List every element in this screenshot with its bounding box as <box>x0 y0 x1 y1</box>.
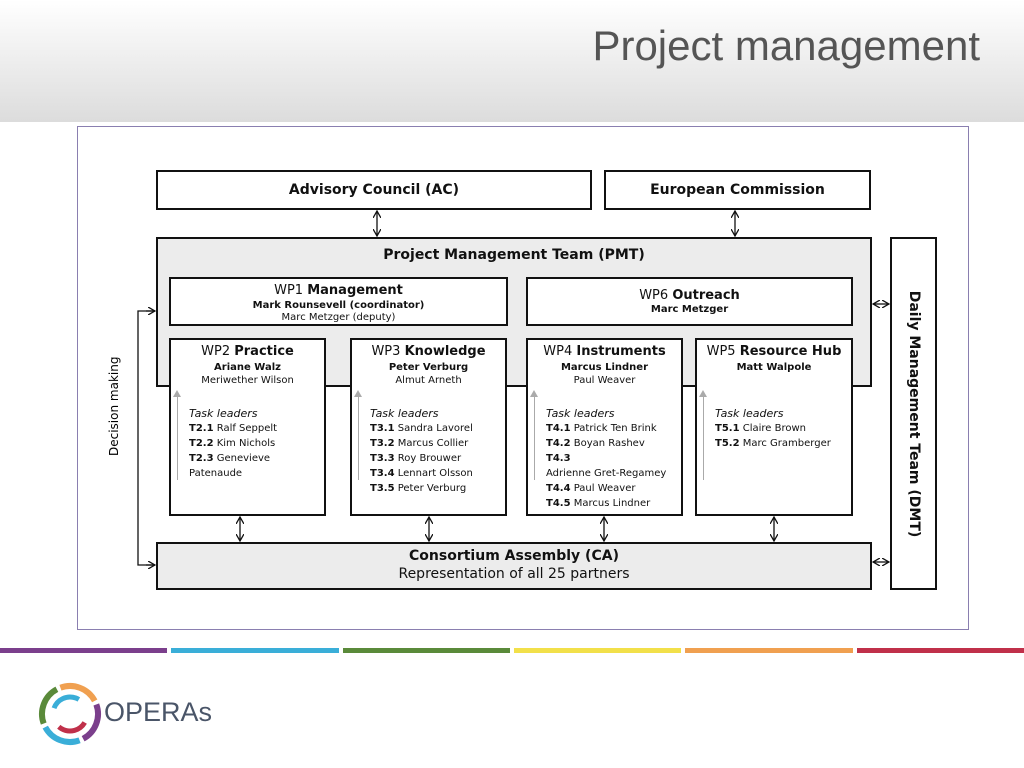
wp1-title: WP1 Management <box>274 283 403 298</box>
wp5-up-arrow-icon <box>699 390 707 480</box>
wp5-title: WP5 Resource Hub <box>706 344 842 359</box>
task-item: T4.5 Marcus Lindner <box>546 498 651 509</box>
operas-logo-text: OPERAs <box>104 697 213 727</box>
wp1-lead: Mark Rounsevell (coordinator) <box>252 300 425 311</box>
wp3-title: WP3 Knowledge <box>371 344 486 359</box>
task-item: T3.1 Sandra Lavorel <box>370 423 473 434</box>
wp4-lead: Marcus Lindner <box>560 362 649 373</box>
wp1-box: WP1 Management Mark Rounsevell (coordina… <box>169 277 508 326</box>
operas-logo-icon <box>39 683 101 745</box>
wp3-lead: Peter Verburg <box>388 362 469 373</box>
pmt-label: Project Management Team (PMT) <box>383 247 645 263</box>
wp4-up-arrow-icon <box>530 390 538 480</box>
dmt-box: Daily Management Team (DMT) <box>890 237 937 590</box>
ca-title: Consortium Assembly (CA) <box>409 548 619 564</box>
task-item: T4.1 Patrick Ten Brink <box>546 423 657 434</box>
task-item: T2.1 Ralf Seppelt <box>189 423 278 434</box>
wp2-task-header: Task leaders <box>189 407 258 420</box>
wp2-lead: Ariane Walz <box>214 362 281 373</box>
wp3-up-arrow-icon <box>354 390 362 480</box>
wp3-task-header: Task leaders <box>370 407 439 420</box>
task-item: T4.2 Boyan Rashev <box>546 438 645 449</box>
european-commission-box: European Commission <box>604 170 871 210</box>
wp4-deputy: Paul Weaver <box>573 375 636 386</box>
wp4-title: WP4 Instruments <box>543 344 666 359</box>
color-bar <box>685 648 853 653</box>
wp5-lead: Matt Walpole <box>736 362 812 373</box>
wp5-task-list: Task leaders T5.1 Claire Brown T5.2 Marc… <box>715 406 831 451</box>
color-bar <box>342 648 510 653</box>
wp1-deputy: Marc Metzger (deputy) <box>281 312 396 323</box>
wp4-box: WP4 Instruments Marcus Lindner Paul Weav… <box>526 338 683 516</box>
task-item: T5.1 Claire Brown <box>715 423 807 434</box>
decision-making-label: Decision making <box>107 356 121 456</box>
wp2-task-list: Task leaders T2.1 Ralf Seppelt T2.2 Kim … <box>189 406 324 481</box>
task-item: T3.3 Roy Brouwer <box>370 453 462 464</box>
wp2-box: WP2 Practice Ariane Walz Meriwether Wils… <box>169 338 326 516</box>
advisory-council-box: Advisory Council (AC) <box>156 170 592 210</box>
task-item: Adrienne Gret-Regamey <box>546 468 667 479</box>
color-bar <box>171 648 339 653</box>
consortium-assembly-box: Consortium Assembly (CA) Representation … <box>156 542 872 590</box>
dmt-label: Daily Management Team (DMT) <box>905 290 922 537</box>
wp6-title: WP6 Outreach <box>639 288 740 303</box>
wp5-task-header: Task leaders <box>715 407 784 420</box>
slide-header: Project management <box>0 0 1024 122</box>
color-bar <box>513 648 682 653</box>
ca-subtitle: Representation of all 25 partners <box>398 566 630 582</box>
wp4-task-header: Task leaders <box>546 407 615 420</box>
task-item: T2.2 Kim Nichols <box>189 438 276 449</box>
european-commission-label: European Commission <box>650 182 825 198</box>
color-bar <box>856 648 1024 653</box>
task-item: T2.3 Genevieve Patenaude <box>189 453 271 479</box>
wp3-deputy: Almut Arneth <box>395 375 462 386</box>
wp4-task-list: Task leaders T4.1 Patrick Ten Brink T4.2… <box>546 406 666 511</box>
wp5-box: WP5 Resource Hub Matt Walpole Task leade… <box>695 338 853 516</box>
task-item: T5.2 Marc Gramberger <box>715 438 831 449</box>
task-item: T4.3 <box>546 453 571 464</box>
task-item: T3.5 Peter Verburg <box>370 483 467 494</box>
task-item: T3.2 Marcus Collier <box>370 438 469 449</box>
wp3-task-list: Task leaders T3.1 Sandra Lavorel T3.2 Ma… <box>370 406 473 496</box>
wp2-deputy: Meriwether Wilson <box>201 375 294 386</box>
task-item: T3.4 Lennart Olsson <box>370 468 473 479</box>
wp6-lead: Marc Metzger <box>650 304 729 315</box>
wp6-box: WP6 Outreach Marc Metzger <box>526 277 853 326</box>
wp2-up-arrow-icon <box>173 390 181 480</box>
footer-color-bars <box>0 648 1024 653</box>
color-bar <box>0 648 168 653</box>
advisory-council-label: Advisory Council (AC) <box>288 182 460 198</box>
wp2-title: WP2 Practice <box>201 344 294 359</box>
slide-title: Project management <box>592 22 980 69</box>
task-item: T4.4 Paul Weaver <box>546 483 636 494</box>
wp3-box: WP3 Knowledge Peter Verburg Almut Arneth… <box>350 338 507 516</box>
